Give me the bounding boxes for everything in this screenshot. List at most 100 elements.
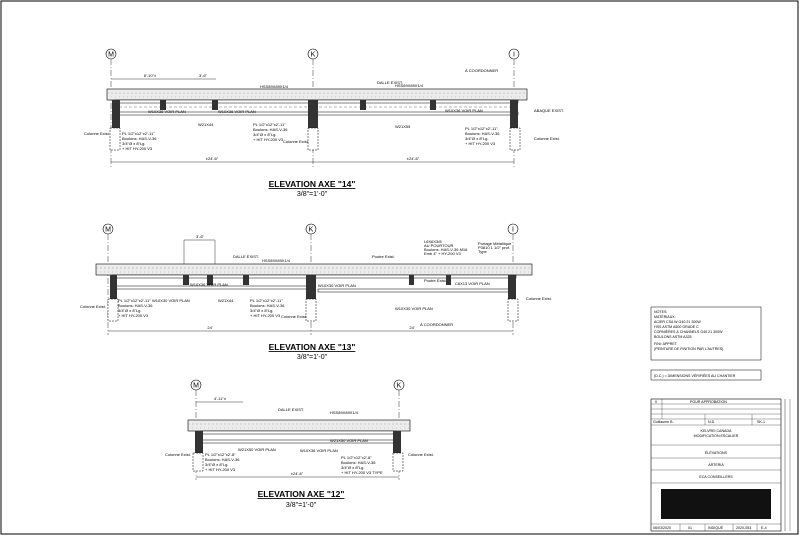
beams bbox=[110, 274, 517, 299]
slab bbox=[106, 88, 528, 101]
note: Type bbox=[478, 249, 487, 254]
dim-text: ±24'-6" bbox=[407, 156, 420, 161]
note: Colonne Exist. bbox=[283, 139, 309, 144]
dim-text: 3'-6" bbox=[196, 234, 205, 239]
elevation-scale: 3/8"=1'-0" bbox=[297, 191, 328, 198]
elevation-title: ELEVATION AXE "12" bbox=[258, 489, 345, 499]
elevation-13: M K I bbox=[80, 223, 552, 361]
title-block: 0 POUR APPROBATION Guillaume B. N.D. SK-… bbox=[650, 398, 782, 532]
note: DALLE EXIST. bbox=[377, 80, 403, 85]
notes-line: (PEINTURE DE FINITION PAR L'AUTRES) bbox=[654, 347, 723, 351]
scale-cell: INDIQUÉ bbox=[708, 525, 724, 530]
checked-by: N.D. bbox=[708, 420, 715, 424]
note: W21X44 bbox=[218, 298, 234, 303]
sheet-number: E-4 bbox=[761, 526, 767, 530]
note: 3/4"Ø x 8"Lg. bbox=[205, 462, 229, 467]
note: Boulons: HAS-V-36 bbox=[465, 131, 500, 136]
note: AU POURTOUR bbox=[424, 243, 454, 248]
note: W10X36 VOIR PLAN bbox=[445, 108, 483, 113]
note: + HIT HY-200 V3 bbox=[253, 137, 284, 142]
grid-label: K bbox=[311, 52, 316, 59]
annotations: DALLE EXIST. HSS89X89X1/4 W21X50 VOIR PL… bbox=[165, 407, 434, 475]
grid-label: M bbox=[108, 52, 114, 59]
note: PL 1/2"x12"x2'-11" bbox=[253, 122, 286, 127]
project-name: ARTERIA bbox=[708, 463, 724, 467]
note: W10X30 VOIR PLAN bbox=[318, 283, 356, 288]
dim-text: 24' bbox=[409, 325, 414, 330]
note: W10X36 VOIR PLAN bbox=[148, 109, 186, 114]
grid-bubbles: M K bbox=[190, 379, 405, 480]
grid-bubbles: M K I bbox=[102, 223, 519, 335]
note: + HIT HY-200 V3 bbox=[122, 146, 153, 151]
note: + HIT HY-200 V3 bbox=[250, 313, 281, 318]
rev-description: POUR APPROBATION bbox=[690, 400, 727, 404]
note: W10X36 VOIR PLAN bbox=[218, 109, 256, 114]
engineer-name: ECA CONSEILLERS bbox=[699, 475, 733, 479]
revision-cell: 01 bbox=[688, 526, 692, 530]
note: Boulons: HAS-V-36 bbox=[122, 136, 157, 141]
note: Emb 4" + HY-200 V3 bbox=[424, 251, 462, 256]
grid-label: I bbox=[513, 52, 515, 59]
project-description: MODIFICATION ESCALIER bbox=[694, 434, 739, 438]
note: Poutre Exist. bbox=[424, 278, 447, 283]
note: À COORDONNER bbox=[420, 322, 453, 327]
slab bbox=[187, 419, 411, 432]
note: Boulons: HAS-V-36 bbox=[253, 127, 288, 132]
note: + HIT HY-200 V3 bbox=[465, 141, 496, 146]
notes-line: FINI: APPRET bbox=[654, 342, 678, 346]
note: 3/4"Ø x 8"Lg. bbox=[253, 132, 277, 137]
note: HSS89X89X1/4 bbox=[260, 84, 289, 89]
note: PL 1/2"x12"x2'-11" bbox=[465, 126, 498, 131]
note: Poutre Exist. bbox=[372, 254, 395, 259]
note: Boulons: HAS-V-36 bbox=[118, 303, 153, 308]
grid-label: M bbox=[193, 383, 199, 390]
grid-label: K bbox=[397, 383, 402, 390]
note: W10X36 VOIR PLAN bbox=[190, 282, 228, 287]
note: 3/4"Ø x 8"Lg. bbox=[250, 308, 274, 313]
notes-header: NOTES: bbox=[654, 310, 667, 314]
notes-line: BOULONS ASTM A325 bbox=[654, 335, 692, 339]
note: L6X6X3/8 bbox=[424, 239, 442, 244]
notes-line: CORNIÈRES & CHANNELS G40.21 300W bbox=[654, 329, 723, 334]
client-name: KELVREI CANADA bbox=[701, 429, 732, 433]
note: 3/4"Ø x 8"Lg. bbox=[341, 465, 365, 470]
dim-text: ±24'-6" bbox=[206, 156, 219, 161]
note: Colonne Exist. bbox=[408, 452, 434, 457]
note: W10X30 VOIR PLAN bbox=[152, 298, 190, 303]
dimensions: 4'-11"± ±24'-6" bbox=[196, 396, 399, 478]
columns bbox=[107, 298, 519, 322]
note: Boulons: HAS-V-36 M16 bbox=[424, 247, 468, 252]
note: Portage Métallique bbox=[478, 241, 512, 246]
note: À COORDONNER bbox=[465, 68, 498, 73]
slab bbox=[95, 263, 533, 276]
beams bbox=[112, 99, 519, 128]
note: Colonne Exist. bbox=[80, 304, 106, 309]
dim-text: 24' bbox=[207, 325, 212, 330]
rev-number: 0 bbox=[655, 400, 657, 404]
note: + HIT HY-200 V3 TYPE bbox=[341, 470, 383, 475]
job-number: 2020-053 bbox=[736, 526, 751, 530]
note: W21X44 bbox=[198, 122, 214, 127]
note: W21X55 bbox=[395, 124, 411, 129]
columns bbox=[109, 127, 521, 151]
note: + HIT HY-200 V3 bbox=[205, 467, 236, 472]
note: Colonne Exist. bbox=[84, 131, 110, 136]
notes-line: MATÉRIAUX: bbox=[654, 314, 676, 319]
note: DALLE EXIST. bbox=[233, 254, 259, 259]
dimensions: 3'-6" 24' 24' bbox=[108, 234, 513, 332]
beams bbox=[195, 430, 401, 453]
note: Boulons: HAS-V-36 bbox=[205, 457, 240, 462]
note: Colonne Exist. bbox=[281, 314, 307, 319]
dim-text: ±24'-6" bbox=[291, 471, 304, 476]
note: PL 1/2"x12"x2'-11" bbox=[122, 131, 155, 136]
dim-text: 3'-6" bbox=[199, 73, 208, 78]
note: PL 1/2"x12"x2'-11" bbox=[250, 298, 283, 303]
elevation-12: M K 4'-11"± ±24'-6" DALLE EX bbox=[165, 379, 434, 509]
sheet-code: SK-1 bbox=[757, 420, 765, 424]
grid-label: M bbox=[105, 227, 111, 234]
elevation-scale: 3/8"=1'-0" bbox=[286, 502, 317, 509]
note: PL 1/2"x12"x2'-8" bbox=[341, 455, 372, 460]
note: PL 1/2"x12"x2'-11" bbox=[118, 298, 151, 303]
